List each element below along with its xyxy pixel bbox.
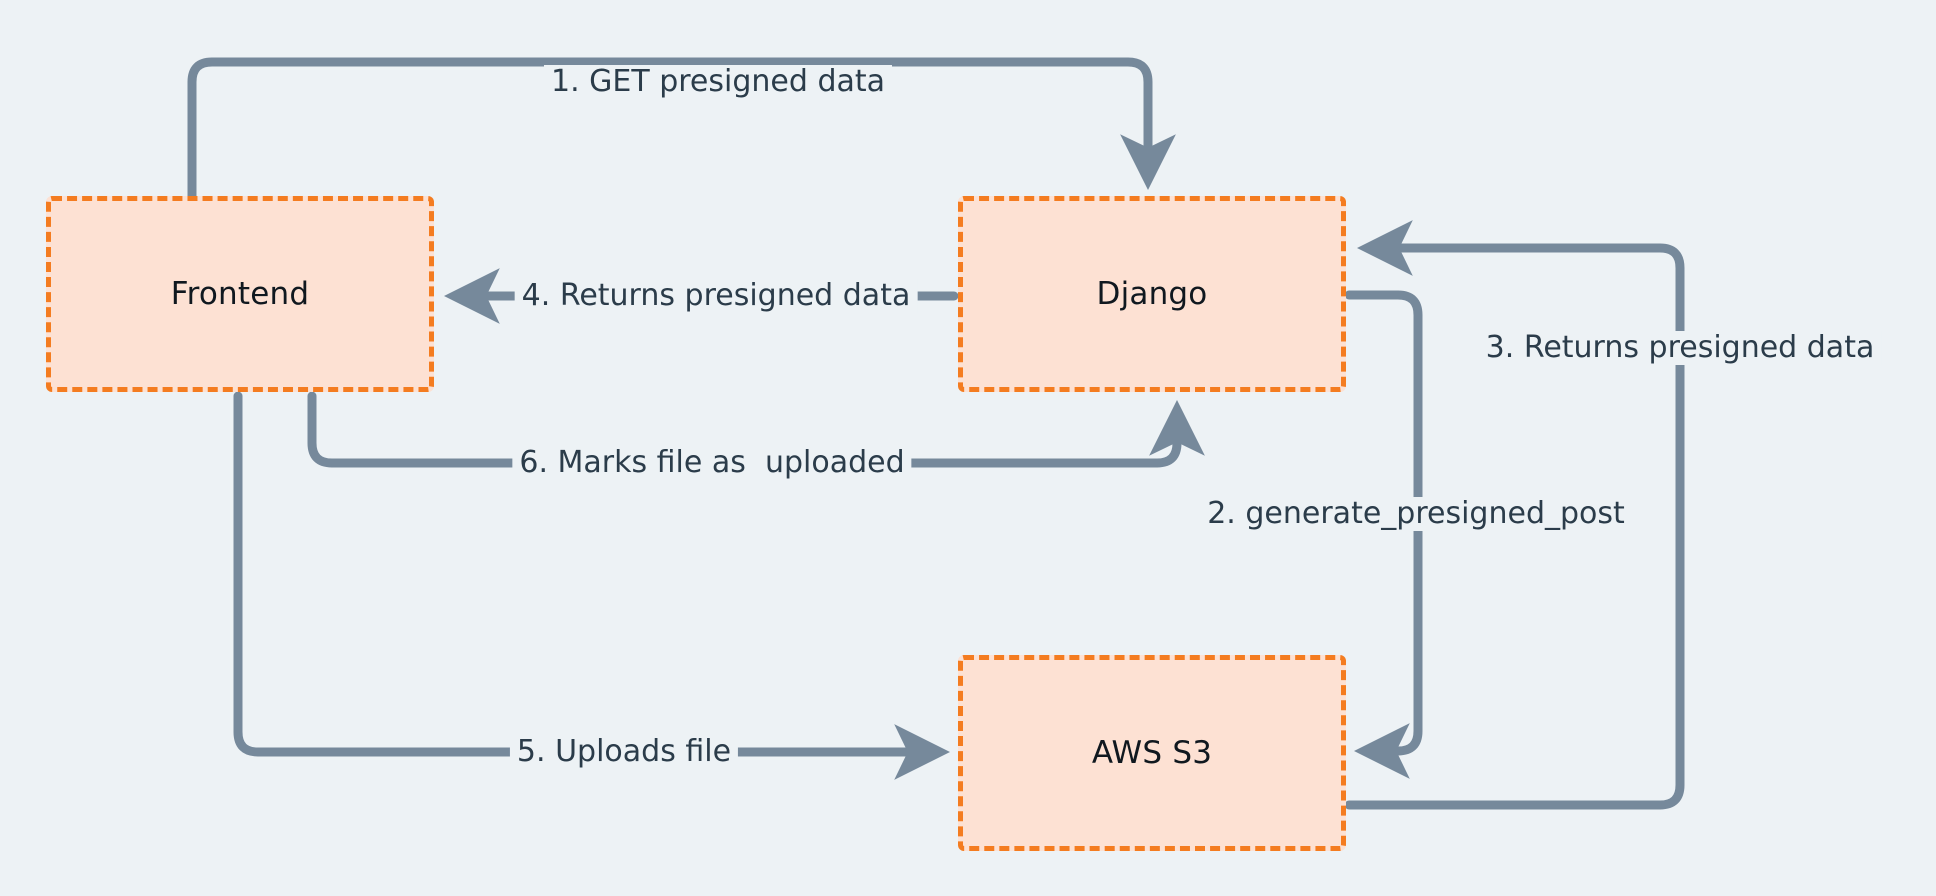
edge-label-3: 3. Returns presigned data [1478, 331, 1882, 365]
edge-path-3 [1344, 220, 1685, 810]
edge-label-5: 5. Uploads file [509, 735, 739, 769]
node-aws-s3-label: AWS S3 [1091, 735, 1213, 771]
edge-label-6: 6. Marks file as uploaded [512, 446, 912, 480]
edge-path-1 [187, 57, 1176, 201]
node-django-label: Django [1096, 276, 1208, 312]
node-frontend-label: Frontend [170, 276, 310, 312]
node-frontend[interactable]: Frontend [46, 196, 434, 392]
edge-path-5 [233, 391, 951, 780]
edge-label-2: 2. generate_presigned_post [1200, 497, 1632, 531]
edge-label-4: 4. Returns presigned data [514, 279, 918, 313]
edge-label-1: 1. GET presigned data [543, 65, 893, 99]
node-django[interactable]: Django [958, 196, 1346, 392]
node-aws-s3[interactable]: AWS S3 [958, 655, 1346, 851]
